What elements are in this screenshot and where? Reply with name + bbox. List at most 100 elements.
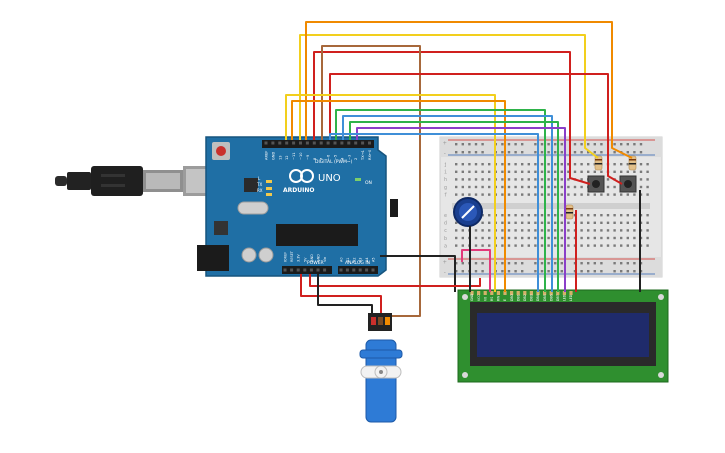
rail-hole[interactable]: [587, 143, 590, 146]
breadboard-hole[interactable]: [580, 178, 583, 181]
breadboard-hole[interactable]: [481, 178, 484, 181]
breadboard-hole[interactable]: [633, 221, 636, 224]
breadboard-hole[interactable]: [507, 185, 511, 189]
breadboard-hole[interactable]: [507, 163, 511, 166]
breadboard-hole[interactable]: [606, 236, 610, 240]
breadboard-hole[interactable]: [580, 163, 583, 166]
breadboard-hole[interactable]: [514, 163, 517, 166]
breadboard-hole[interactable]: [507, 236, 511, 240]
breadboard-hole[interactable]: [560, 178, 563, 181]
breadboard-hole[interactable]: [587, 193, 590, 196]
lcd-pin[interactable]: [496, 291, 500, 295]
breadboard-hole[interactable]: [527, 229, 530, 232]
breadboard-hole[interactable]: [613, 163, 616, 166]
breadboard-hole[interactable]: [626, 214, 629, 217]
power-pin-hole[interactable]: [316, 268, 320, 272]
breadboard-hole[interactable]: [606, 214, 610, 217]
breadboard-hole[interactable]: [626, 229, 629, 232]
breadboard-hole[interactable]: [481, 229, 484, 232]
rail-hole[interactable]: [455, 151, 458, 154]
rail-hole[interactable]: [600, 270, 603, 273]
rail-hole[interactable]: [521, 270, 524, 273]
breadboard-hole[interactable]: [488, 170, 491, 173]
breadboard-hole[interactable]: [461, 163, 464, 166]
analog-pin-hole[interactable]: [371, 268, 375, 272]
breadboard-hole[interactable]: [554, 244, 557, 247]
breadboard-hole[interactable]: [547, 244, 550, 247]
breadboard-hole[interactable]: [593, 244, 596, 247]
digital-pin-hole[interactable]: [347, 141, 351, 145]
lcd-pin[interactable]: [510, 291, 514, 295]
analog-pin-hole[interactable]: [345, 268, 349, 272]
breadboard-hole[interactable]: [540, 244, 544, 247]
breadboard-hole[interactable]: [646, 170, 649, 173]
breadboard-hole[interactable]: [646, 214, 649, 217]
breadboard-hole[interactable]: [468, 170, 471, 173]
breadboard-hole[interactable]: [455, 185, 458, 189]
power-pin-hole[interactable]: [290, 268, 294, 272]
breadboard-hole[interactable]: [587, 214, 590, 217]
breadboard-hole[interactable]: [521, 229, 524, 232]
rail-hole[interactable]: [474, 143, 478, 146]
rail-hole[interactable]: [626, 262, 629, 265]
breadboard-hole[interactable]: [567, 236, 570, 240]
lcd-pin[interactable]: [477, 291, 481, 295]
rail-hole[interactable]: [501, 151, 504, 154]
breadboard-hole[interactable]: [514, 236, 517, 240]
breadboard-hole[interactable]: [461, 244, 464, 247]
rail-hole[interactable]: [540, 270, 544, 273]
breadboard-hole[interactable]: [593, 193, 596, 196]
breadboard-hole[interactable]: [488, 221, 491, 224]
breadboard-hole[interactable]: [547, 221, 550, 224]
lcd-pin[interactable]: [523, 291, 527, 295]
breadboard-hole[interactable]: [554, 170, 557, 173]
breadboard-hole[interactable]: [620, 170, 623, 173]
breadboard-hole[interactable]: [626, 163, 629, 166]
breadboard-hole[interactable]: [560, 221, 563, 224]
breadboard-hole[interactable]: [501, 236, 504, 240]
breadboard-hole[interactable]: [606, 178, 610, 181]
analog-pin-hole[interactable]: [365, 268, 369, 272]
breadboard-hole[interactable]: [488, 193, 491, 196]
rail-hole[interactable]: [507, 262, 511, 265]
breadboard-hole[interactable]: [521, 236, 524, 240]
rail-hole[interactable]: [573, 143, 577, 146]
breadboard-hole[interactable]: [461, 193, 464, 196]
rail-hole[interactable]: [514, 143, 517, 146]
breadboard-hole[interactable]: [600, 170, 603, 173]
breadboard-hole[interactable]: [633, 229, 636, 232]
breadboard-hole[interactable]: [474, 229, 478, 232]
breadboard-hole[interactable]: [540, 185, 544, 189]
breadboard-hole[interactable]: [514, 214, 517, 217]
breadboard-hole[interactable]: [633, 244, 636, 247]
rail-hole[interactable]: [481, 270, 484, 273]
breadboard-hole[interactable]: [521, 221, 524, 224]
breadboard-hole[interactable]: [573, 170, 577, 173]
digital-pin-hole[interactable]: [264, 141, 268, 145]
rail-hole[interactable]: [626, 270, 629, 273]
analog-pin-hole[interactable]: [339, 268, 343, 272]
lcd-pin[interactable]: [470, 291, 474, 295]
breadboard-hole[interactable]: [633, 193, 636, 196]
breadboard-hole[interactable]: [600, 236, 603, 240]
breadboard-hole[interactable]: [547, 236, 550, 240]
breadboard-hole[interactable]: [580, 185, 583, 189]
rail-hole[interactable]: [554, 151, 557, 154]
digital-pin-hole[interactable]: [319, 141, 323, 145]
rail-hole[interactable]: [540, 143, 544, 146]
rail-hole[interactable]: [547, 262, 550, 265]
breadboard-hole[interactable]: [521, 178, 524, 181]
breadboard-hole[interactable]: [514, 221, 517, 224]
rail-hole[interactable]: [633, 151, 636, 154]
breadboard-hole[interactable]: [527, 236, 530, 240]
breadboard-hole[interactable]: [514, 185, 517, 189]
breadboard-hole[interactable]: [580, 236, 583, 240]
breadboard-hole[interactable]: [620, 163, 623, 166]
lcd-pin[interactable]: [569, 291, 573, 295]
breadboard-hole[interactable]: [488, 236, 491, 240]
breadboard-hole[interactable]: [613, 214, 616, 217]
breadboard-hole[interactable]: [646, 163, 649, 166]
rail-hole[interactable]: [613, 262, 616, 265]
breadboard-hole[interactable]: [507, 221, 511, 224]
rail-hole[interactable]: [468, 151, 471, 154]
